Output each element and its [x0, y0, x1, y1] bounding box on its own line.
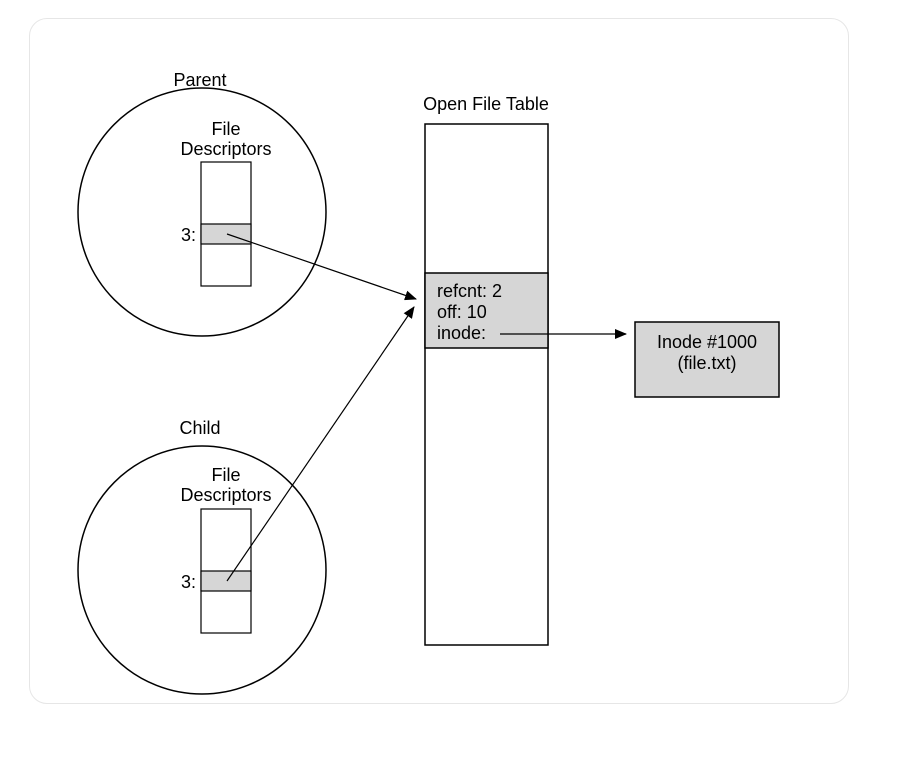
parent-fd-to-entry-arrow: [226, 233, 417, 301]
open-file-table-title: Open File Table: [423, 94, 549, 114]
parent-fd-heading-line1: File: [211, 119, 240, 139]
parent-process: Parent File Descriptors 3:: [77, 70, 327, 337]
parent-fd-heading-line2: Descriptors: [180, 139, 271, 159]
child-fd-heading-line1: File: [211, 465, 240, 485]
child-fd-slot-3: [200, 570, 252, 592]
child-circle: [77, 445, 327, 695]
parent-fd-index-label: 3:: [181, 225, 196, 245]
child-fd-index-label: 3:: [181, 572, 196, 592]
inode-filename: (file.txt): [677, 353, 736, 373]
child-process: Child File Descriptors 3:: [77, 418, 327, 695]
open-file-table-box: [424, 123, 549, 646]
child-fd-to-entry-arrow: [226, 306, 415, 582]
child-fd-heading-line2: Descriptors: [180, 485, 271, 505]
entry-refcnt: refcnt: 2: [437, 281, 502, 301]
open-file-table-entry: [424, 272, 549, 349]
inode-node: Inode #1000 (file.txt): [634, 321, 780, 398]
open-file-table: Open File Table refcnt: 2 off: 10 inode:: [423, 94, 549, 646]
parent-fd-slot-3: [200, 223, 252, 245]
entry-offset: off: 10: [437, 302, 487, 322]
parent-circle: [77, 87, 327, 337]
parent-title: Parent: [173, 70, 226, 90]
inode-box: [634, 321, 780, 398]
child-title: Child: [179, 418, 220, 438]
entry-inode: inode:: [437, 323, 486, 343]
inode-label: Inode #1000: [657, 332, 757, 352]
